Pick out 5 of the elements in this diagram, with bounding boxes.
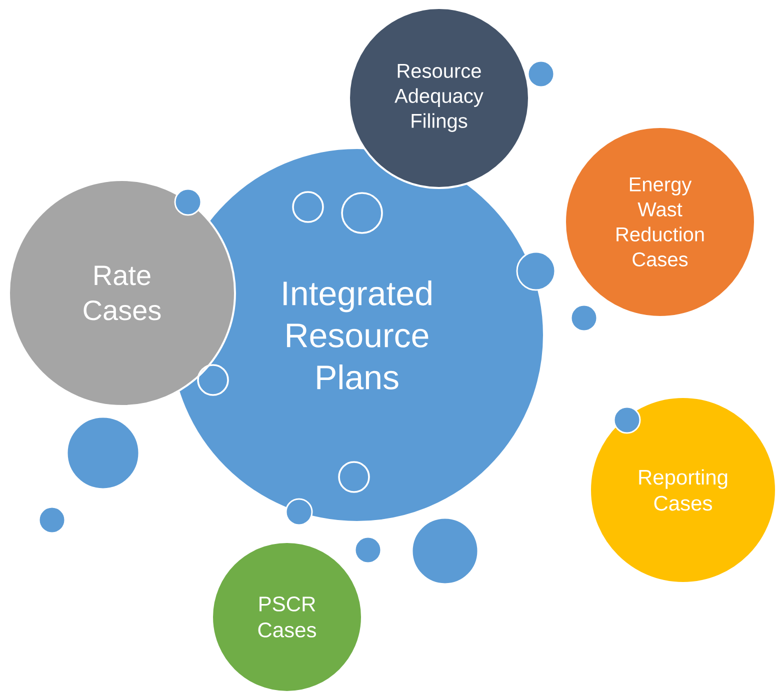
circle-node: Resource Adequacy Filings xyxy=(348,7,530,189)
circle-node: Reporting Cases xyxy=(589,396,776,584)
circle-node: PSCR Cases xyxy=(211,541,363,692)
circle-node: Rate Cases xyxy=(8,179,236,407)
circle-node: Energy Wast Reduction Cases xyxy=(564,126,756,318)
